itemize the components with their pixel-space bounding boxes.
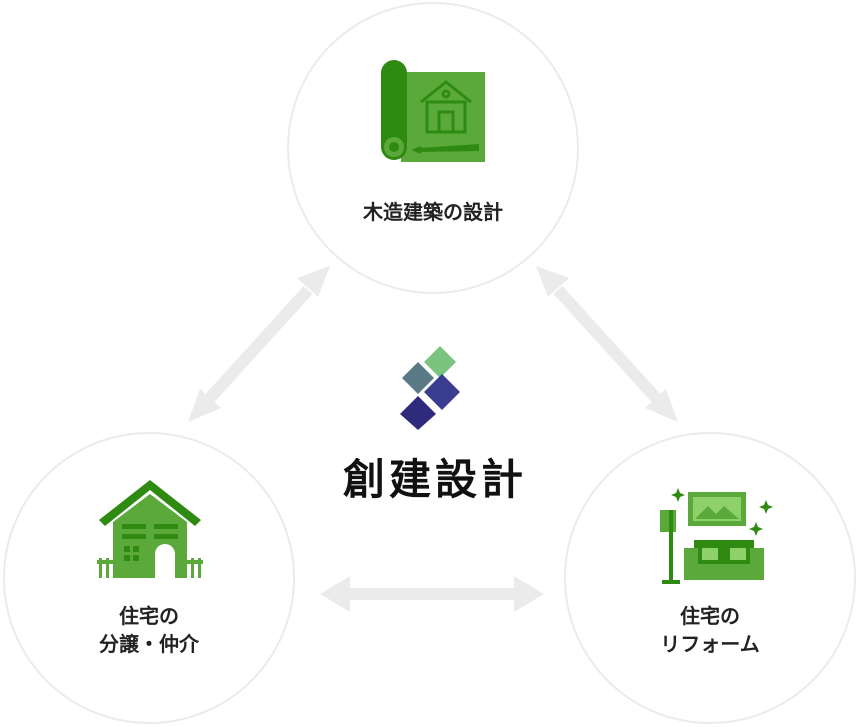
service-label-line: リフォーム	[660, 632, 760, 656]
house-icon	[97, 480, 203, 578]
service-label-line: 住宅の	[119, 604, 179, 628]
service-label: 住宅の リフォーム	[566, 602, 854, 658]
arrow-top-left	[188, 266, 330, 422]
living-room-icon	[660, 488, 773, 584]
company-logo-icon	[400, 346, 460, 430]
arrow-bottom	[320, 576, 544, 612]
service-label-line: 木造建築の設計	[363, 200, 503, 224]
service-label-line: 分譲・仲介	[99, 632, 199, 656]
service-circle-wooden-design: 木造建築の設計	[287, 2, 579, 294]
service-label: 木造建築の設計	[289, 198, 577, 226]
company-name: 創建設計	[342, 455, 527, 504]
service-label: 住宅の 分譲・仲介	[5, 602, 293, 658]
blueprint-house-icon	[381, 60, 485, 162]
service-label-line: 住宅の	[680, 604, 740, 628]
service-circle-reform: 住宅の リフォーム	[564, 432, 856, 724]
service-circle-sales-brokerage: 住宅の 分譲・仲介	[3, 432, 295, 724]
arrow-top-right	[536, 266, 678, 422]
